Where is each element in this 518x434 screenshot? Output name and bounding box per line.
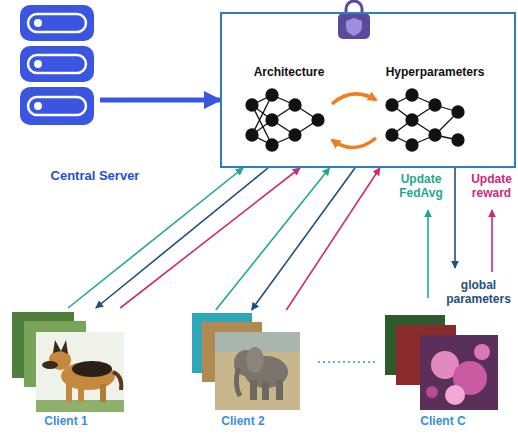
- client-1-images-part: [53, 340, 61, 353]
- lock-icon: [338, 1, 370, 39]
- node-text: Client C: [420, 415, 465, 429]
- node-text: Architecture: [254, 66, 325, 80]
- client-2-images-part: [236, 368, 240, 396]
- reward-arrow: [491, 210, 493, 272]
- global-parameters-arrow: [454, 168, 456, 268]
- server-icon-part: [20, 46, 94, 82]
- architecture-network: [246, 89, 324, 151]
- search-box: Architecture Hyperparameters: [220, 12, 516, 168]
- client-1-images-part: [66, 384, 72, 402]
- lock-icon-part: [338, 13, 370, 39]
- client-1-images-part: [36, 332, 124, 412]
- search-cycle-arrows: [332, 94, 376, 148]
- client-node: Client 1: [10, 308, 126, 412]
- server-icon-part: [20, 87, 94, 125]
- fedavg-label: Update FedAvg: [395, 172, 447, 201]
- client-c-images: [385, 315, 498, 410]
- hyperparameter-network-part: [386, 99, 398, 111]
- global-parameters-label: global parameters: [441, 278, 516, 307]
- connector-arrow: [286, 168, 380, 310]
- connector-arrow: [68, 168, 243, 308]
- lock-icon-part: [346, 18, 362, 36]
- client-c-images-part: [474, 344, 490, 360]
- hyperparameter-network-part: [406, 89, 418, 101]
- server-icon-part: [28, 97, 86, 115]
- client-1-images: [12, 312, 124, 412]
- client-1-images-part: [42, 361, 58, 369]
- hyperparameter-network-part: [406, 139, 418, 151]
- server-icon-part: [34, 102, 42, 110]
- client-1-images-part: [100, 384, 106, 402]
- node-text: Client 1: [44, 415, 87, 429]
- server-icon-part: [34, 19, 42, 27]
- server-node: Central Server: [20, 5, 100, 128]
- ellipsis-dots: [318, 361, 376, 363]
- node-text: Client 2: [221, 415, 264, 429]
- architecture-network-part: [312, 114, 324, 126]
- client-1-images-part: [113, 372, 121, 390]
- connector-arrow: [100, 97, 220, 102]
- client-c-images-part: [426, 386, 438, 398]
- connector-arrow: [96, 168, 268, 308]
- client-2-images-part: [262, 382, 269, 400]
- architecture-network-part: [266, 139, 278, 151]
- hyperparameter-network-part: [429, 129, 441, 141]
- hyperparameter-network-part: [386, 129, 398, 141]
- client-2-images-part: [276, 380, 283, 400]
- search-cycle-arrows-part: [332, 94, 376, 104]
- architecture-network-part: [266, 89, 278, 101]
- server-icon: [20, 5, 94, 125]
- connector-arrow: [216, 168, 330, 310]
- fedavg-arrow: [427, 210, 429, 298]
- hyperparameter-network-part: [429, 99, 441, 111]
- client-c-images-part: [445, 385, 465, 405]
- client-node: Client C: [385, 313, 500, 411]
- architecture-network-part: [246, 129, 258, 141]
- client-1-images-part: [61, 340, 68, 354]
- reward-label: Update reward: [467, 172, 516, 201]
- server-icon-part: [34, 60, 42, 68]
- client-2-images-part: [215, 332, 300, 410]
- server-icon-part: [20, 5, 94, 41]
- hyperparameter-network: [386, 89, 464, 151]
- node-text: Hyperparameters: [386, 66, 485, 80]
- hyperparameter-network-part: [452, 134, 464, 146]
- hyperparameter-network-part: [406, 114, 418, 126]
- client-2-images: [192, 313, 300, 410]
- server-icon-part: [28, 55, 86, 73]
- client-1-images-part: [72, 361, 112, 377]
- client-2-images-part: [250, 380, 257, 400]
- client-node: Client 2: [190, 310, 302, 410]
- architecture-network-part: [266, 114, 278, 126]
- server-icon-part: [28, 14, 86, 32]
- node-text: Central Server: [51, 169, 140, 184]
- connector-arrow: [252, 168, 355, 310]
- client-c-images-part: [420, 335, 498, 410]
- architecture-network-part: [289, 129, 301, 141]
- client-1-images-part: [78, 386, 84, 402]
- architecture-network-part: [289, 99, 301, 111]
- architecture-network-part: [246, 99, 258, 111]
- search-cycle-arrows-part: [332, 138, 376, 148]
- hyperparameter-network-part: [452, 106, 464, 118]
- client-2-images-part: [246, 347, 264, 373]
